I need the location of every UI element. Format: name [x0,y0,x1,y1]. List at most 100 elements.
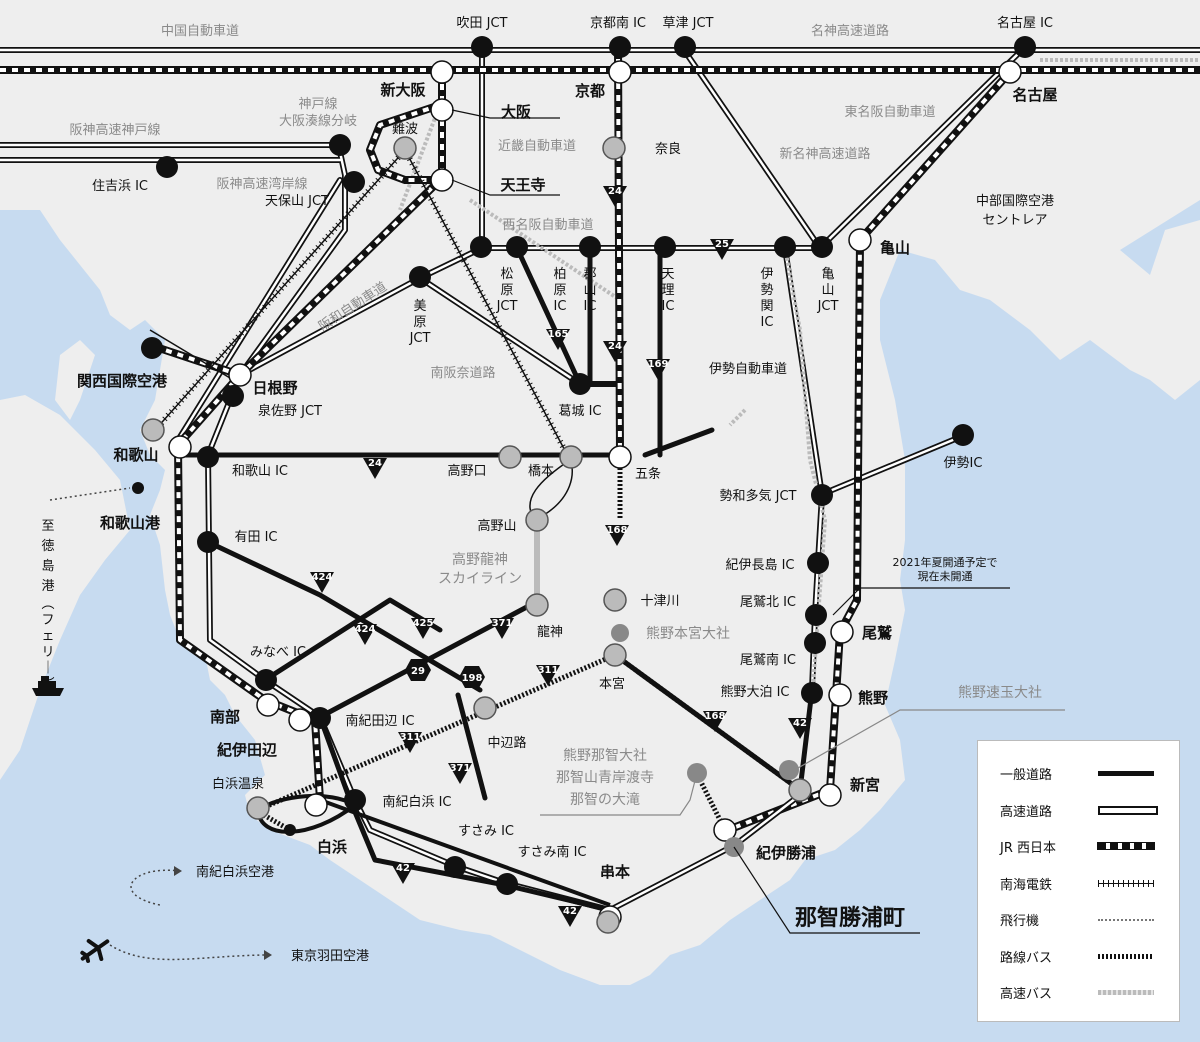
label-koriyama-ic-3: IC [584,299,597,314]
legend-sample-general [1098,771,1154,776]
node-hongu [603,643,627,667]
svg-text:169: 169 [648,359,669,370]
label-koyaryujin-1: 高野龍神 [452,551,508,568]
label-nachi-3: 那智の大滝 [570,792,640,808]
label-minamikishu-tanabe-ic: 南紀田辺 IC [345,713,414,729]
legend-row-hbus: 高速バス [978,980,1178,1004]
label-owase-minami-ic: 尾鷲南 IC [740,652,796,668]
route-169-badge: 169 [646,359,670,380]
node-wakayamako-small [132,482,144,494]
node-wakayama [168,435,192,459]
label-tempozan-jct: 天保山 JCT [265,194,329,209]
plane-arrows [174,866,272,960]
node-nagoya-ic [1014,36,1036,58]
label-kameyama-jct-2: 山 [821,283,834,298]
node-kashihara-ic [506,236,528,258]
node-mihara-jct [409,266,431,288]
label-minabe-ic: みなべ IC [250,645,306,660]
route-42-badge-c: 42 [788,718,812,739]
node-kiinagashima-ic [807,552,829,574]
label-shirahama-airport: 南紀白浜空港 [196,864,274,880]
svg-text:︵: ︵ [41,597,54,612]
node-minabe-sta [256,693,280,717]
label-wakayama-ic: 和歌山 IC [232,464,288,479]
label-hanshin-wangan: 阪神高速湾岸線 [216,176,307,192]
land-awaji [55,340,95,420]
node-minamikishu-tanabe-ic [309,707,331,729]
route-424-badge-b: 424 [353,624,377,645]
label-iseseki-ic-3: 関 [760,299,773,314]
airplane-icon [80,938,110,963]
label-shin-meishin: 新名神高速道路 [779,146,870,162]
svg-text:42: 42 [396,863,410,874]
node-koriyama-ic [579,236,601,258]
label-note-2021-2: 現在未開通 [918,570,973,583]
legend-sample-express [1098,806,1158,815]
label-higashi-meihan: 東名阪自動車道 [844,104,935,120]
legend-label-bus: 路線バス [1000,951,1053,966]
label-kameyama: 亀山 [880,239,910,257]
route-371-badge: 371 [490,618,514,639]
node-shirahama-onsen [246,796,270,820]
node-katsuragi-ic [569,373,591,395]
label-kyoto-minami-ic: 京都南 IC [590,15,646,31]
label-ise-ic: 伊勢IC [944,456,983,471]
label-seiwataki-jct: 勢和多気 JCT [720,488,797,504]
svg-text:42: 42 [563,906,577,917]
label-mihara-jct-2: 原 [413,315,426,330]
label-centrair-2: セントレア [982,213,1047,228]
node-kobe-line-branch [329,134,351,156]
label-meishin: 名神高速道路 [811,23,889,39]
route-24-badge-b: 24 [603,186,627,207]
legend-label-jr: JR 西日本 [1000,841,1056,856]
node-shingu [818,783,842,807]
route-311-badge-b: 311 [398,732,422,753]
label-kobe-line-branch-2: 大阪湊線分岐 [279,113,357,129]
plane-ferry-routes [49,487,271,961]
svg-text:リ: リ [41,645,54,660]
legend-row-jr: JR 西日本 [978,834,1178,858]
node-nara [602,136,626,160]
label-haneda: 東京羽田空港 [291,948,369,964]
svg-text:165: 165 [548,329,569,340]
label-minabe: 南部 [210,708,240,726]
legend-label-nankai: 南海電鉄 [1000,878,1053,893]
label-kyoto: 京都 [575,82,605,100]
legend-sample-hbus [1098,990,1154,995]
legend: 一般道路 高速道路 JR 西日本 南海電鉄 飛行機 路線バス 高速バス [977,740,1180,1022]
label-nara: 奈良 [655,141,681,157]
label-matsubara-jct-3: JCT [496,299,518,314]
node-wakayama-shi [141,418,165,442]
node-shirahama [304,793,328,817]
label-sumiyoshihama-ic: 住吉浜 IC [92,179,148,194]
land-chita [1030,220,1200,400]
node-nakahechi [473,696,497,720]
label-kusatsu-jct: 草津 JCT [663,16,714,31]
node-kushimoto-bus [596,910,620,934]
legend-row-express: 高速道路 [978,798,1178,822]
label-nakahechi: 中辺路 [487,735,526,751]
node-kix [141,337,163,359]
svg-text:168: 168 [607,525,628,536]
node-kumano-oodomari-ic [801,682,823,704]
label-kii-tanabe: 紀伊田辺 [217,741,278,759]
label-koyaryujin-2: スカイライン [438,571,522,587]
node-totsukawa [603,588,627,612]
node-koyasan [525,508,549,532]
node-gojo [608,445,632,469]
node-minamikishu-shirahama-ic [344,789,366,811]
label-owase: 尾鷲 [862,624,892,642]
legend-row-general: 一般道路 [978,761,1178,785]
label-kashihara-ic-3: IC [554,299,567,314]
label-hineno: 日根野 [252,379,297,397]
node-shin-osaka [430,60,454,84]
node-tennoji [430,168,454,192]
svg-text:168: 168 [705,711,726,722]
route-42-badge: 42 [391,863,415,884]
route-badges: 24 24 24 25 165 169 168 168 424 424 425 … [310,186,812,927]
label-iseseki-ic-1: 伊 [760,267,773,282]
node-sumiyoshihama-ic [156,156,178,178]
label-kashihara-ic-1: 柏 [553,267,566,282]
label-minami-hanna: 南阪奈道路 [430,365,495,381]
label-tenri-ic-2: 理 [661,283,674,298]
